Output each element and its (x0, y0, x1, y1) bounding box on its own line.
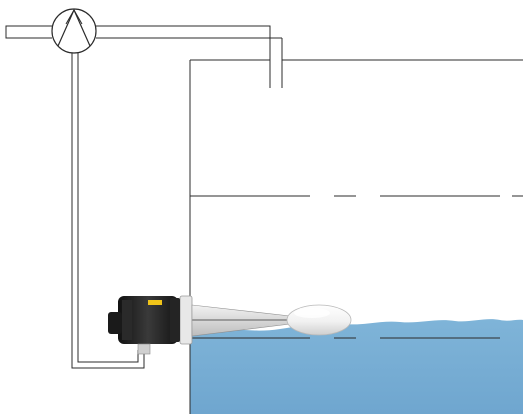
float-switch-icon (108, 295, 292, 355)
control-cable-inner (77, 53, 139, 363)
pump-icon (51, 8, 97, 54)
inlet-pipe (5, 25, 52, 39)
float-ball-icon (286, 304, 352, 336)
control-cable (71, 53, 145, 369)
water (190, 319, 523, 414)
outlet-pipe (96, 25, 283, 88)
